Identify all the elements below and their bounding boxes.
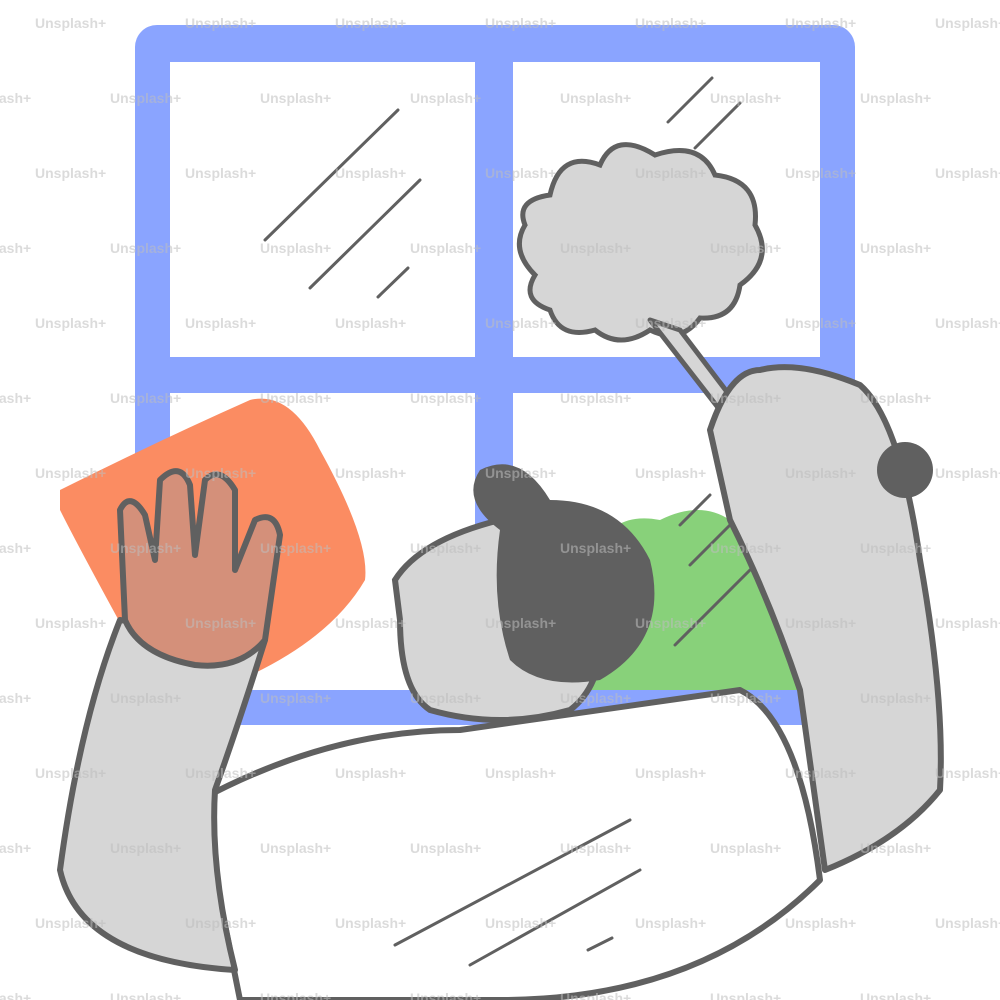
torso bbox=[197, 687, 823, 1000]
torso-lines bbox=[393, 818, 642, 967]
right-arm bbox=[707, 364, 944, 873]
duster-cloud bbox=[516, 142, 765, 343]
left-hand bbox=[117, 468, 283, 669]
window-pane-top-left bbox=[170, 62, 475, 357]
left-arm bbox=[57, 617, 268, 973]
glass-reflections bbox=[263, 76, 757, 647]
hair-bun-right bbox=[877, 442, 933, 498]
hair bbox=[473, 464, 655, 683]
